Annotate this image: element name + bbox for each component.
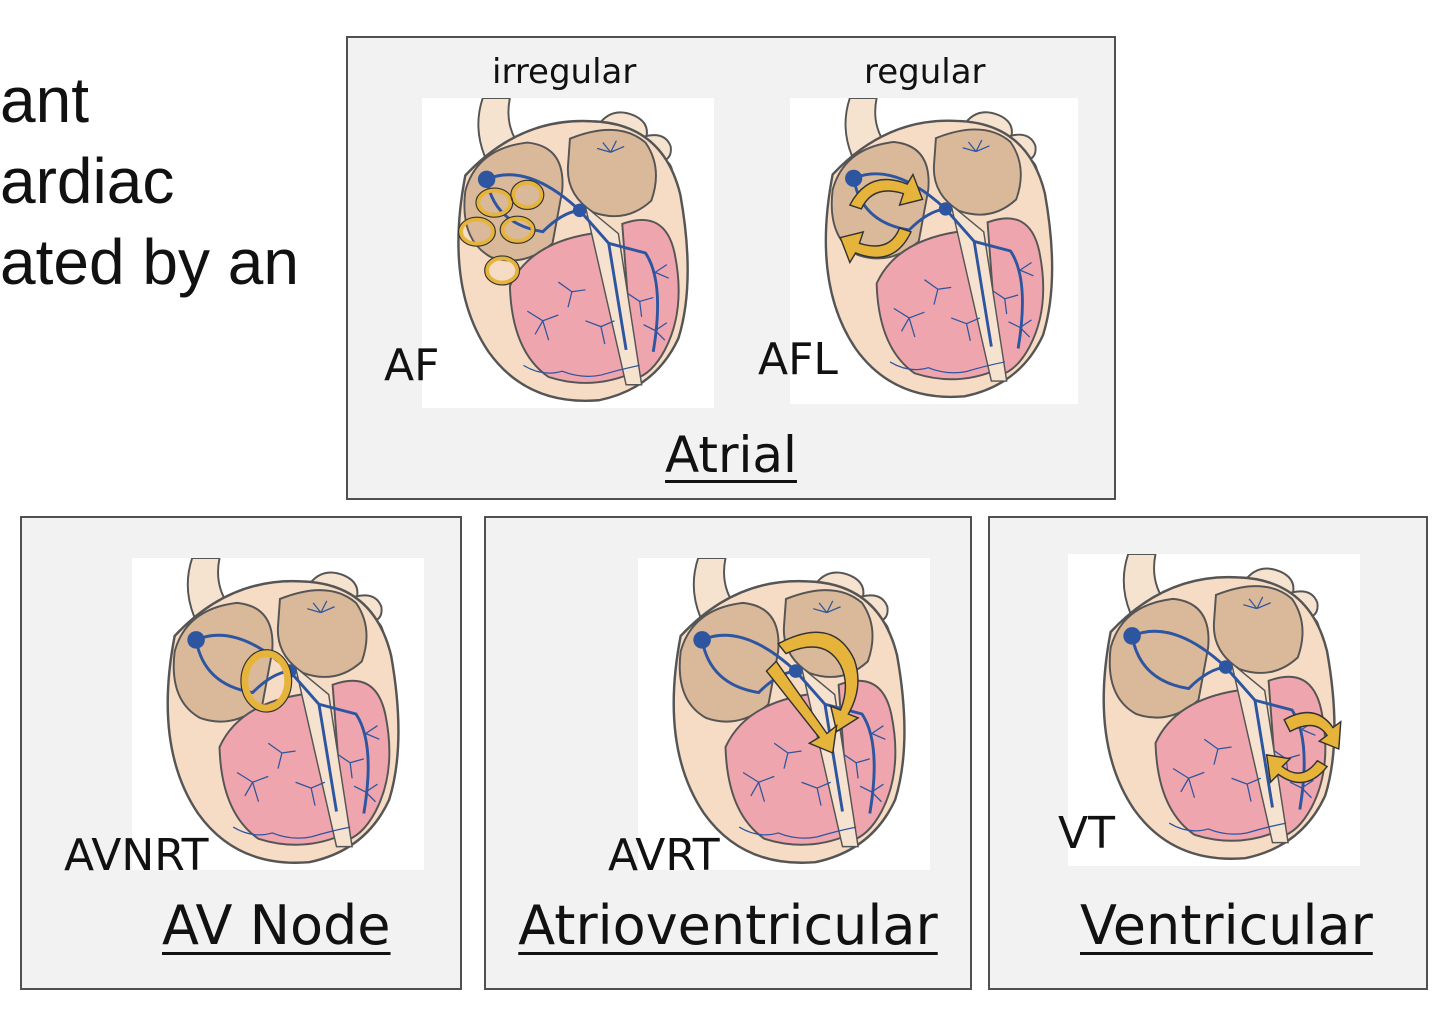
afl-rhythm-label: regular [864, 52, 986, 92]
slide-text: ant ardiac ated by an [0, 60, 330, 303]
flutter-reentry-arrows [839, 172, 924, 265]
accessory-pathway-reentry [765, 631, 860, 755]
af-rhythm-label: irregular [492, 52, 637, 92]
afl-abbr-label: AFL [758, 334, 838, 385]
avnrt-heart-illustration [132, 558, 424, 870]
atrial-title: Atrial [665, 426, 797, 484]
fibrillation-wavelets [458, 179, 545, 286]
av-node-panel: AVNRT AV Node [20, 516, 462, 990]
af-abbr-label: AF [384, 340, 440, 391]
avrt-heart-illustration [638, 558, 930, 870]
atrioventricular-panel: AVRT Atrioventricular [484, 516, 972, 990]
ventricular-reentry-arrows [1265, 711, 1342, 784]
atrial-panel: irregular regular AF [346, 36, 1116, 500]
ventricular-panel: VT Ventricular [988, 516, 1428, 990]
vt-abbr-label: VT [1058, 808, 1115, 859]
vt-heart-illustration [1068, 554, 1360, 866]
avnrt-abbr-label: AVNRT [64, 830, 209, 881]
afl-heart-illustration [790, 98, 1078, 404]
avrt-abbr-label: AVRT [608, 830, 720, 881]
ventricular-title: Ventricular [1080, 894, 1373, 957]
atrioventricular-title: Atrioventricular [518, 894, 938, 957]
slide-text-line-1: ant [0, 64, 89, 136]
slide-text-line-3: ated by an [0, 226, 299, 298]
af-heart-illustration [422, 98, 714, 408]
slide-text-line-2: ardiac [0, 145, 175, 217]
av-node-title: AV Node [162, 894, 391, 957]
av-nodal-reentry-circuit [240, 649, 293, 713]
